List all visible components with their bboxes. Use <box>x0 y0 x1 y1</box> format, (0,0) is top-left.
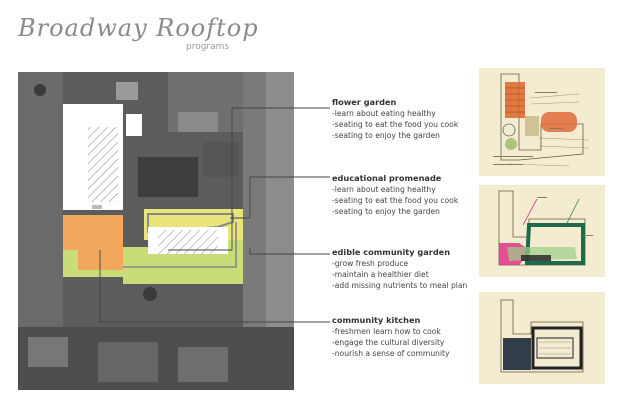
program-item: -engage the cultural diversity <box>332 338 445 348</box>
stair-block <box>126 114 142 136</box>
program-item: -freshmen learn how to cook <box>332 327 441 336</box>
program-item: -maintain a healthier diet <box>332 270 429 280</box>
program-heading: community kitchen <box>332 315 421 325</box>
page-subtitle: programs <box>186 42 230 52</box>
sketch-flower-garden <box>479 68 605 176</box>
aerial-site-plan <box>18 72 294 390</box>
program-item: -seating to enjoy the garden <box>332 131 440 141</box>
program-educational-promenade: educational promenade -learn about eatin… <box>332 172 482 218</box>
sketch-community-kitchen <box>479 292 605 384</box>
program-item: -seating to eat the food you cook <box>332 196 459 206</box>
program-flower-garden: flower garden -learn about eating health… <box>332 96 482 142</box>
program-heading: educational promenade <box>332 173 442 183</box>
program-heading: edible community garden <box>332 247 451 257</box>
program-item: -grow fresh produce <box>332 259 409 268</box>
program-item: -learn about eating healthy <box>332 185 436 194</box>
program-item: -learn about eating healthy <box>332 109 436 118</box>
sketch-educational-promenade <box>479 185 605 277</box>
program-community-kitchen: community kitchen -freshmen learn how to… <box>332 314 482 360</box>
program-item: -seating to enjoy the garden <box>332 207 440 217</box>
program-item: -add missing nutrients to meal plan <box>332 281 468 291</box>
program-item: -seating to eat the food you cook <box>332 120 459 130</box>
page-title: Broadway Rooftop <box>18 14 259 42</box>
program-item: -nourish a sense of community <box>332 349 450 359</box>
program-heading: flower garden <box>332 97 397 107</box>
program-edible-community-garden: edible community garden -grow fresh prod… <box>332 246 482 292</box>
